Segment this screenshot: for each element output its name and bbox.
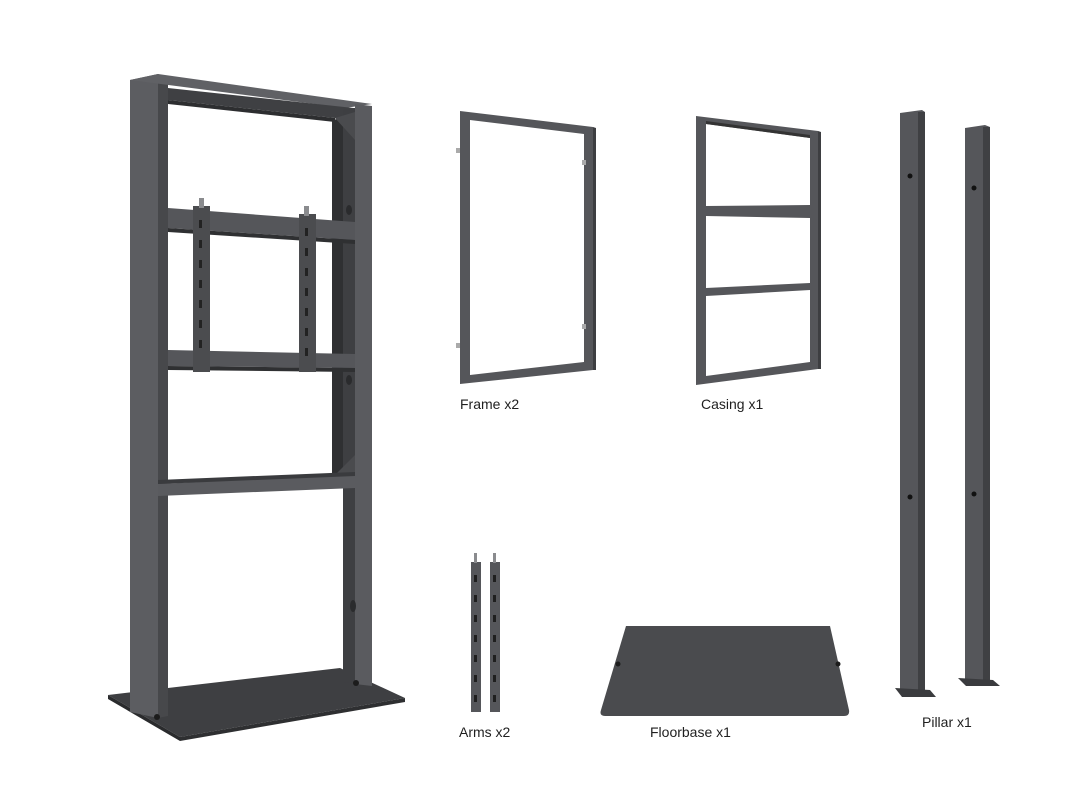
casing-label: Casing x1: [701, 396, 764, 412]
floorbase-label: Floorbase x1: [650, 724, 731, 740]
pillar-parts-illustration: [895, 110, 1000, 697]
casing-part-illustration: [696, 116, 821, 385]
kiosk-lower-crossbar: [158, 474, 355, 496]
arms-part-illustration: [471, 553, 500, 712]
kiosk-floorbase-edge: [108, 695, 180, 741]
pillar-label: Pillar x1: [922, 714, 972, 730]
arms-label: Arms x2: [459, 724, 511, 740]
frame-label: Frame x2: [460, 396, 520, 412]
kiosk-floorbase-plate: [108, 668, 405, 737]
floorbase-plate: [600, 626, 850, 716]
kiosk-right-pillar: [355, 104, 372, 686]
kiosk-arm-left: [193, 206, 210, 372]
frame-part-illustration: [456, 111, 596, 384]
frame-opening: [470, 120, 584, 375]
kiosk-left-pillar: [130, 74, 158, 718]
assembled-kiosk-illustration: [108, 74, 405, 741]
floorbase-part-illustration: [600, 626, 850, 716]
kiosk-top-crossbar: [130, 74, 372, 108]
